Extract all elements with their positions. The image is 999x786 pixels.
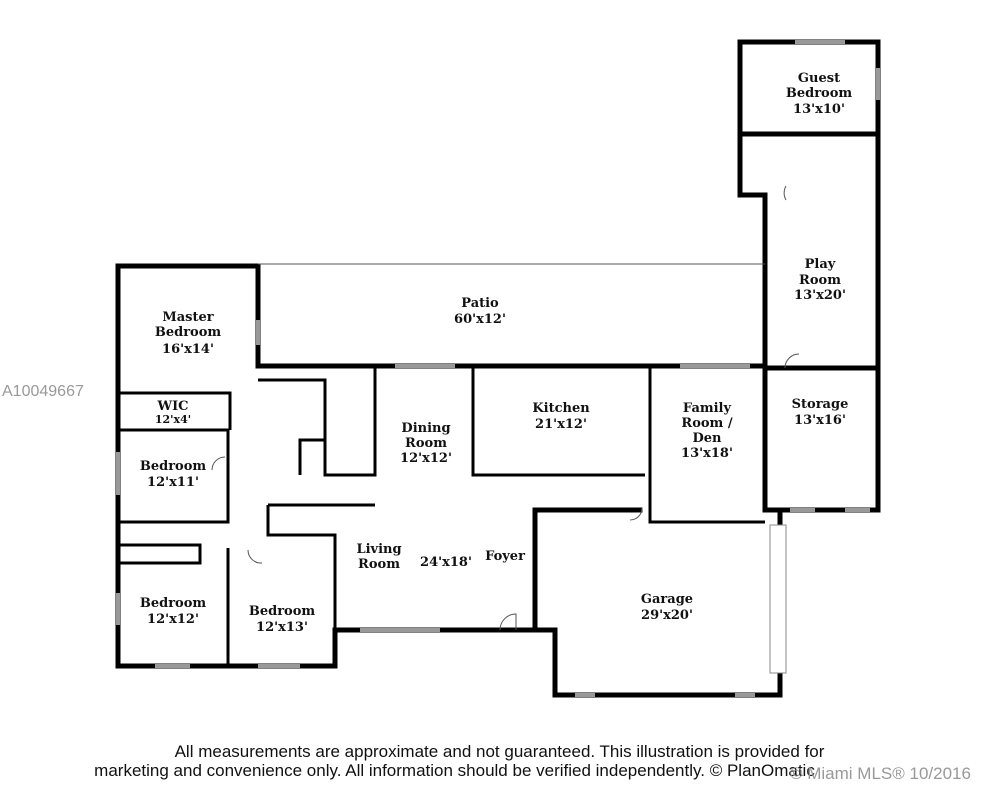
living-room-size: 24'x18' — [420, 555, 472, 570]
disclaimer-line-1: All measurements are approximate and not… — [174, 742, 825, 761]
doors — [211, 185, 800, 631]
listing-id: A10049667 — [2, 383, 84, 400]
disclaimer: All measurements are approximate and not… — [0, 742, 999, 780]
foyer-label: Foyer — [485, 549, 525, 564]
disclaimer-line-2: marketing and convenience only. All info… — [94, 761, 815, 780]
mls-watermark: © Miami MLS® 10/2016 — [790, 764, 971, 783]
windows — [116, 40, 880, 697]
walls — [115, 39, 881, 698]
